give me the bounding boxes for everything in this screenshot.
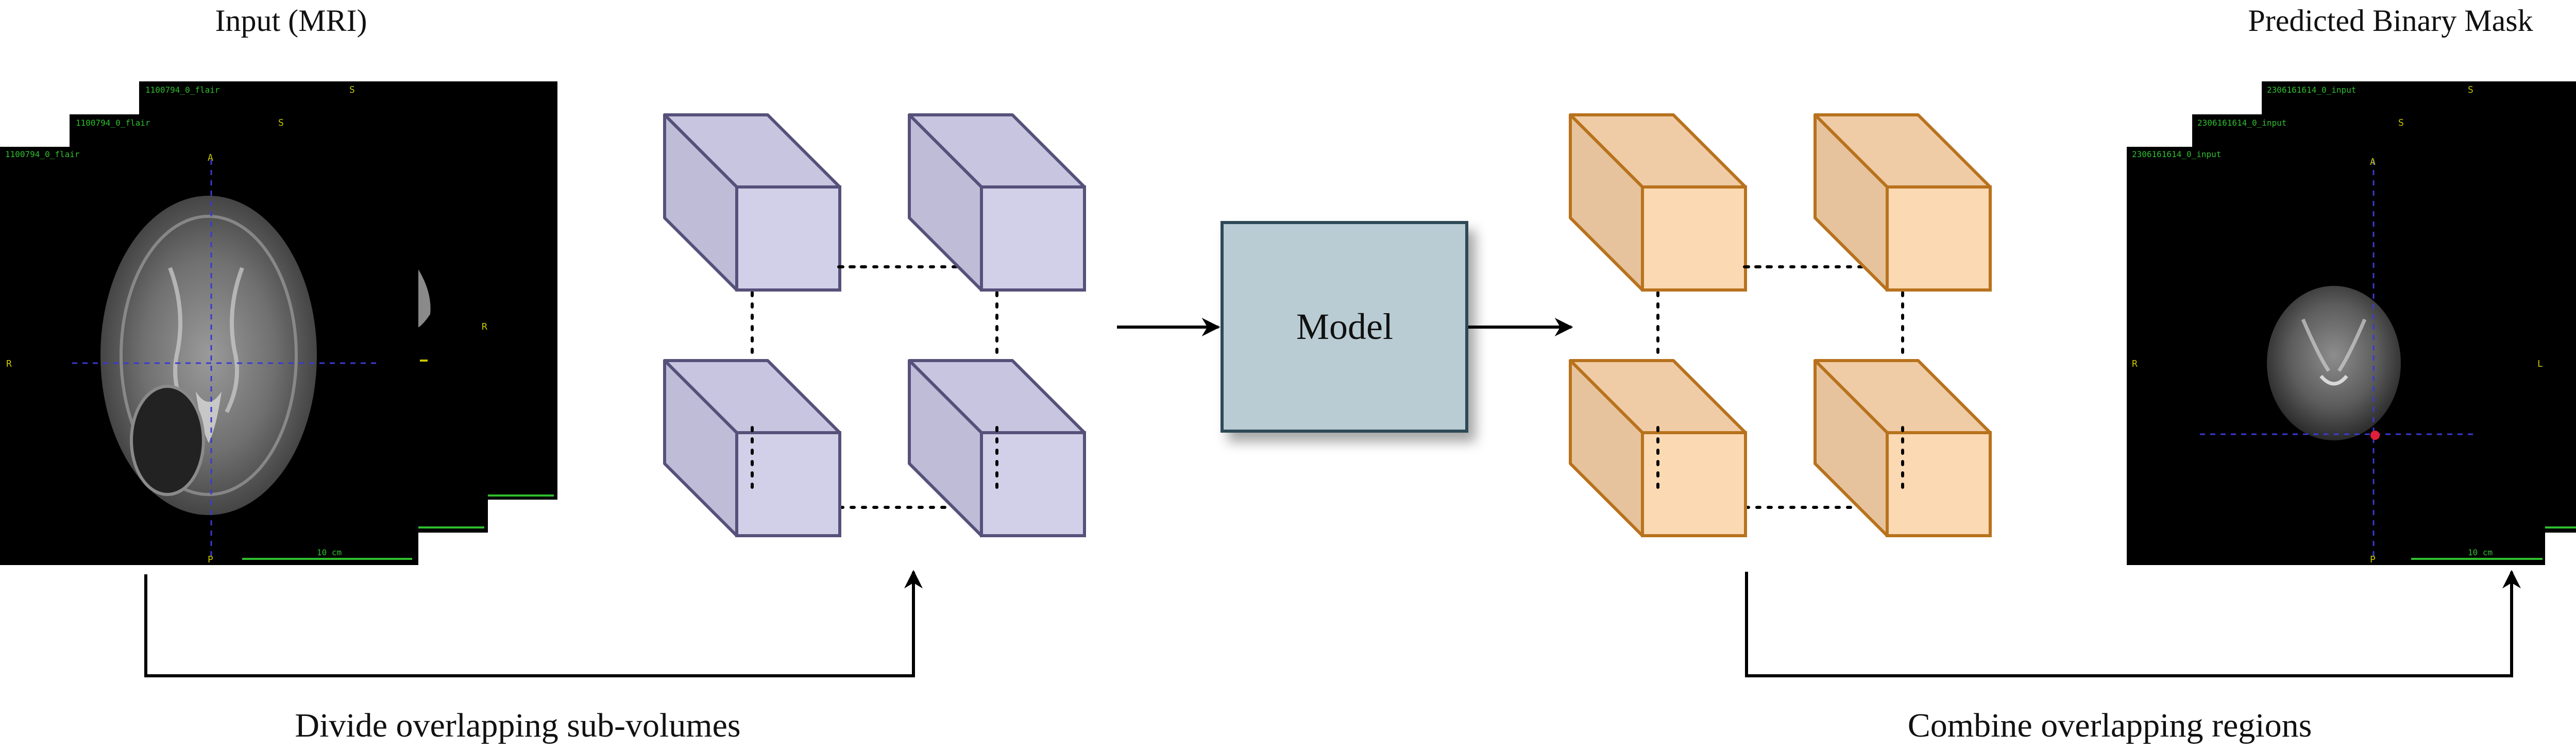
mri-orient-a: A: [208, 152, 213, 163]
combine-caption: Combine overlapping regions: [1908, 707, 2312, 744]
mask-slice-stack-icon: 2306161614_0_input S 2306161614_0_input …: [2127, 81, 2576, 565]
subvolume-cube-icon-4: [908, 359, 1086, 537]
mri-orient-s-mid: S: [278, 117, 284, 128]
mri-slice-stack-icon: 1100794_0_flair S 1100794_0_flair S R 11…: [0, 81, 557, 565]
mask-filename-back: 2306161614_0_input: [2267, 85, 2356, 95]
model-label: Model: [1296, 306, 1393, 347]
region-cube-icon-1: [1569, 113, 1747, 292]
mri-orient-s-back: S: [349, 84, 355, 95]
mask-orient-s-back: S: [2468, 84, 2473, 95]
mri-scale: 10 cm: [317, 548, 342, 557]
mask-scale: 10 cm: [2468, 548, 2493, 557]
combine-arrow: [1745, 570, 2521, 677]
subvolume-cube-icon-2: [908, 113, 1086, 292]
mask-orient-r: R: [2132, 359, 2138, 369]
output-title: Predicted Binary Mask: [2248, 4, 2533, 38]
subvolume-grid: [663, 113, 1086, 537]
divide-arrow: [144, 570, 923, 677]
mask-orient-s-mid: S: [2398, 117, 2404, 128]
mask-filename-front: 2306161614_0_input: [2132, 149, 2221, 159]
mri-filename-mid: 1100794_0_flair: [76, 118, 150, 128]
region-grid: [1569, 113, 1992, 537]
region-cube-icon-3: [1569, 359, 1747, 537]
mask-marker: [2370, 431, 2380, 440]
model-block: Model: [1221, 221, 1468, 433]
mri-orient-p: P: [208, 554, 213, 565]
subvolume-cube-icon-3: [663, 359, 841, 537]
subvolume-cube-icon-1: [663, 113, 841, 292]
mri-orient-r: R: [6, 359, 12, 369]
mri-filename-front: 1100794_0_flair: [5, 149, 80, 159]
mri-orient-r-mid: R: [482, 321, 487, 332]
region-cube-icon-2: [1814, 113, 1992, 292]
mri-filename-back: 1100794_0_flair: [145, 85, 220, 95]
input-title: Input (MRI): [215, 4, 367, 38]
mask-orient-a: A: [2370, 157, 2376, 167]
mask-orient-l: L: [2537, 359, 2543, 369]
mask-filename-mid: 2306161614_0_input: [2197, 118, 2286, 128]
divide-caption: Divide overlapping sub-volumes: [295, 707, 740, 744]
mask-orient-p: P: [2370, 554, 2376, 565]
region-cube-icon-4: [1814, 359, 1992, 537]
